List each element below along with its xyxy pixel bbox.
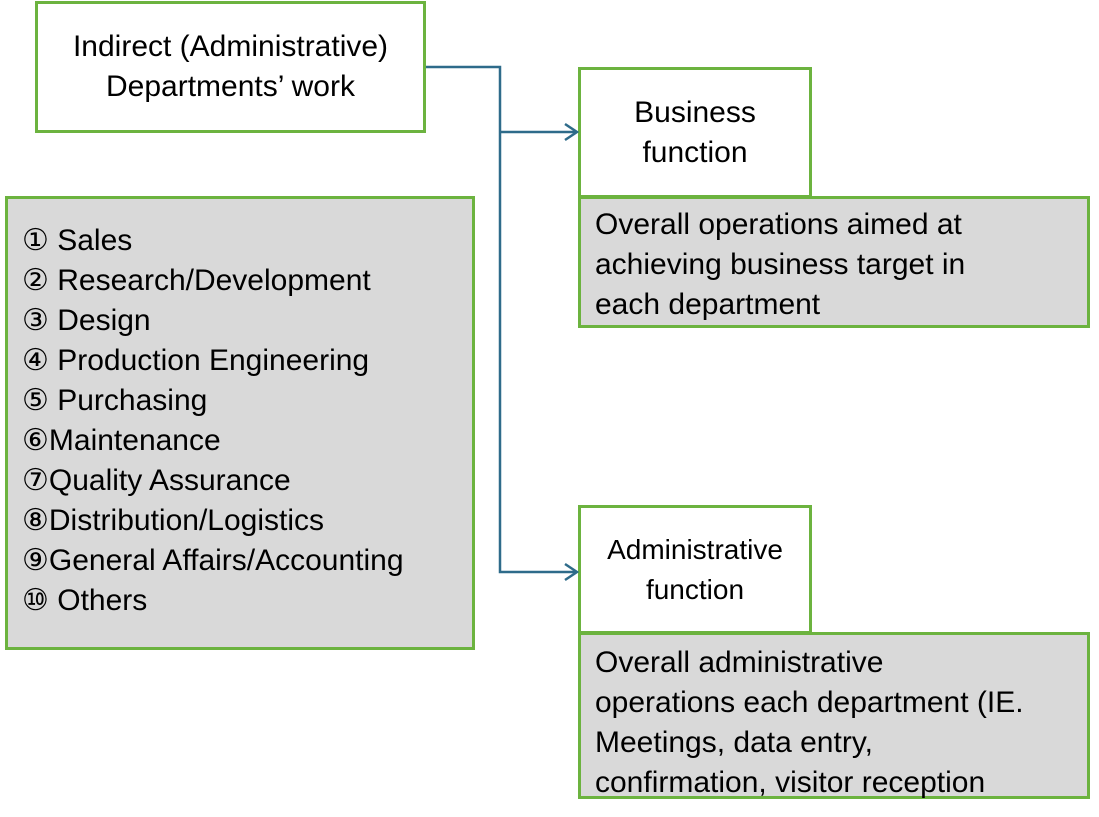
administrative-function-title-box: Administrative function	[578, 505, 812, 634]
department-item-purchasing: ⑤ Purchasing	[22, 384, 208, 417]
arrowhead-administrative-icon	[564, 562, 580, 582]
department-item-maintenance: ⑥Maintenance	[22, 424, 221, 457]
department-item-research-development: ② Research/Development	[22, 264, 371, 297]
department-list: ① Sales ② Research/Development ③ Design …	[22, 221, 472, 621]
root-title-line-1: Indirect (Administrative)	[72, 30, 389, 63]
department-item-others: ⑩ Others	[22, 584, 148, 617]
administrative-function-description-line-2: operations each department (IE.	[595, 686, 1024, 719]
department-item-quality-assurance: ⑦Quality Assurance	[22, 464, 291, 497]
administrative-function-description-box: Overall administrative operations each d…	[578, 632, 1090, 799]
department-item-sales: ① Sales	[22, 224, 133, 257]
administrative-function-title-line-2: function	[645, 573, 745, 605]
business-function-description-line-3: each department	[595, 288, 821, 321]
arrowhead-business-icon	[564, 122, 580, 142]
administrative-function-description-line-3: Meetings, data entry,	[595, 726, 873, 759]
administrative-function-description-line-1: Overall administrative	[595, 646, 884, 679]
department-item-production-engineering: ④ Production Engineering	[22, 344, 370, 377]
administrative-function-title-line-1: Administrative	[607, 533, 783, 565]
indirect-departments-work-box: Indirect (Administrative) Departments’ w…	[35, 1, 426, 133]
department-item-design: ③ Design	[22, 304, 151, 337]
business-function-description-box: Overall operations aimed at achieving bu…	[578, 196, 1090, 328]
business-function-description-line-1: Overall operations aimed at	[595, 208, 962, 241]
business-function-title-line-1: Business	[634, 95, 756, 129]
administrative-function-description-line-4: confirmation, visitor reception	[595, 766, 986, 799]
department-item-general-affairs-accounting: ⑨General Affairs/Accounting	[22, 544, 404, 577]
department-item-distribution-logistics: ⑧Distribution/Logistics	[22, 504, 325, 537]
root-title-line-2: Departments’ work	[106, 70, 355, 103]
business-function-title-line-2: function	[642, 135, 748, 169]
department-list-box: ① Sales ② Research/Development ③ Design …	[5, 196, 475, 650]
business-function-description-line-2: achieving business target in	[595, 248, 966, 281]
business-function-title-box: Business function	[578, 67, 812, 198]
